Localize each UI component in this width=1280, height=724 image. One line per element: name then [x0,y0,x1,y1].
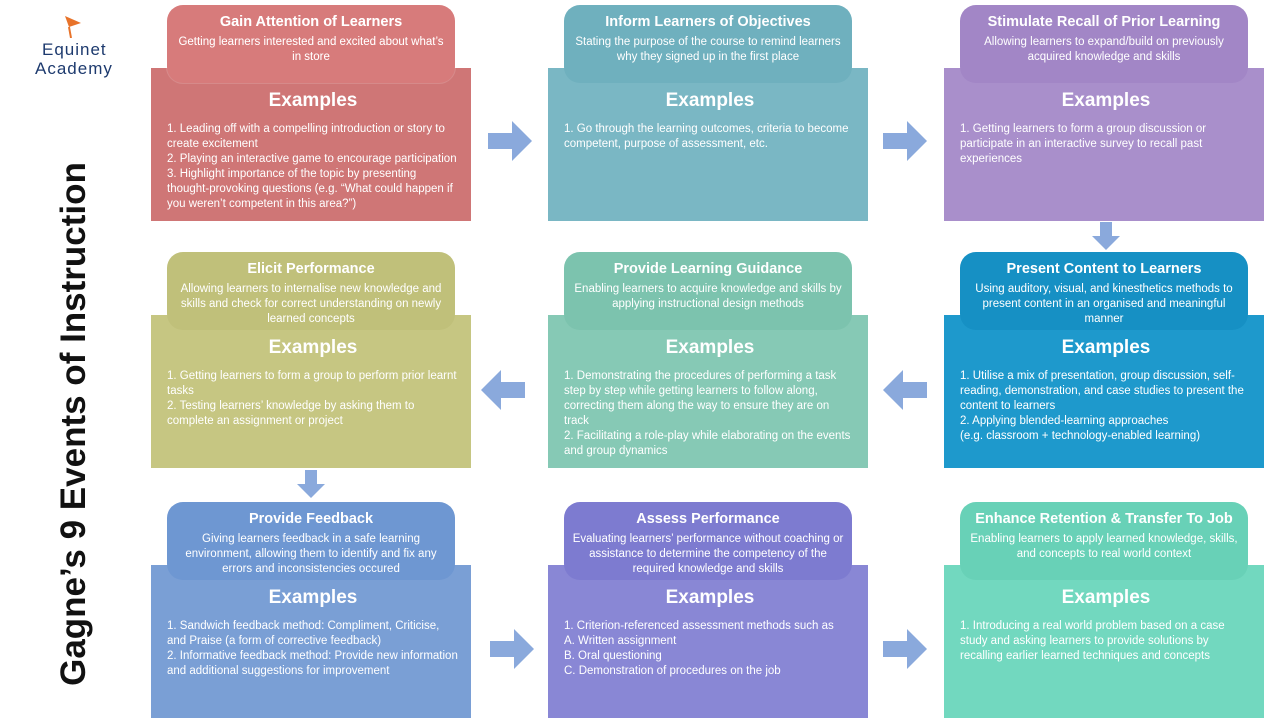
card-present-content: Examples 1. Utilise a mix of presentatio… [944,252,1264,468]
examples-text: 1. Demonstrating the procedures of perfo… [564,370,851,457]
card-provide-feedback: Examples 1. Sandwich feedback method: Co… [151,502,471,718]
examples-panel: Examples 1. Getting learners to form a g… [944,68,1264,221]
event-description: Giving learners feedback in a safe learn… [185,533,437,575]
card-assess-performance: Examples 1. Criterion-referenced assessm… [548,502,868,718]
examples-panel: Examples 1. Leading off with a compellin… [151,68,471,221]
logo-text-line2: Academy [35,59,113,78]
examples-panel: Examples 1. Introducing a real world pro… [944,565,1264,718]
examples-heading: Examples [1061,587,1151,608]
card-gain-attention: Examples 1. Leading off with a compellin… [151,5,471,221]
examples-text: 1. Getting learners to form a group to p… [167,370,457,427]
card-elicit-performance: Examples 1. Getting learners to form a g… [151,252,471,468]
card-stimulate-recall: Examples 1. Getting learners to form a g… [944,5,1264,221]
arrow-left-icon [883,370,927,410]
event-header: Enhance Retention & Transfer To Job Enab… [960,502,1248,580]
arrow-down-icon [297,470,325,498]
examples-text: 1. Introducing a real world problem base… [960,620,1225,662]
examples-text: 1. Utilise a mix of presentation, group … [960,370,1244,442]
event-description: Allowing learners to expand/build on pre… [984,36,1224,63]
examples-text: 1. Sandwich feedback method: Compliment,… [167,620,458,677]
examples-heading: Examples [665,587,755,608]
event-title: Provide Feedback [248,511,374,527]
event-description: Evaluating learners’ performance without… [572,533,844,575]
event-header: Gain Attention of Learners Getting learn… [167,5,455,83]
event-header: Stimulate Recall of Prior Learning Allow… [960,5,1248,83]
examples-text: 1. Leading off with a compelling introdu… [167,123,457,210]
arrow-right-icon [883,629,927,669]
event-description: Getting learners interested and excited … [178,36,444,63]
examples-text: 1. Getting learners to form a group disc… [960,123,1207,165]
event-title: Provide Learning Guidance [613,261,803,277]
arrow-left-icon [481,370,525,410]
examples-panel: Examples 1. Sandwich feedback method: Co… [151,565,471,718]
arrow-right-icon [883,121,927,161]
examples-heading: Examples [665,337,755,358]
flag-logo-icon [65,16,81,38]
event-title: Gain Attention of Learners [219,14,403,30]
arrow-right-icon [490,629,534,669]
examples-heading: Examples [1061,337,1151,358]
event-title: Enhance Retention & Transfer To Job [975,511,1233,527]
event-title: Inform Learners of Objectives [605,14,811,30]
page-title: Gagne’s 9 Events of Instruction [54,162,93,686]
event-title: Stimulate Recall of Prior Learning [987,14,1221,30]
event-header: Inform Learners of Objectives Stating th… [564,5,852,83]
examples-panel: Examples 1. Getting learners to form a g… [151,315,471,468]
event-description: Stating the purpose of the course to rem… [575,36,841,63]
arrow-down-icon [1092,222,1120,250]
examples-heading: Examples [268,90,358,111]
card-learning-guidance: Examples 1. Demonstrating the procedures… [548,252,868,468]
event-header: Present Content to Learners Using audito… [960,252,1248,330]
examples-panel: Examples 1. Demonstrating the procedures… [548,315,868,468]
event-description: Enabling learners to acquire knowledge a… [574,283,842,310]
event-title: Elicit Performance [247,261,375,277]
event-description: Enabling learners to apply learned knowl… [970,533,1238,560]
examples-panel: Examples 1. Go through the learning outc… [548,68,868,221]
event-description: Using auditory, visual, and kinesthetics… [975,283,1233,325]
arrow-right-icon [488,121,532,161]
examples-text: 1. Go through the learning outcomes, cri… [564,123,849,150]
examples-heading: Examples [268,337,358,358]
event-header: Provide Feedback Giving learners feedbac… [167,502,455,580]
examples-panel: Examples 1. Utilise a mix of presentatio… [944,315,1264,468]
equinet-academy-logo: Equinet Academy [30,14,130,84]
event-header: Provide Learning Guidance Enabling learn… [564,252,852,330]
examples-heading: Examples [1061,90,1151,111]
examples-heading: Examples [665,90,755,111]
examples-text: 1. Criterion-referenced assessment metho… [564,620,834,677]
event-title: Present Content to Learners [1006,261,1202,277]
card-inform-objectives: Examples 1. Go through the learning outc… [548,5,868,221]
logo-text-line1: Equinet [42,40,107,59]
examples-heading: Examples [268,587,358,608]
event-header: Assess Performance Evaluating learners’ … [564,502,852,580]
event-header: Elicit Performance Allowing learners to … [167,252,455,330]
event-title: Assess Performance [636,511,780,527]
event-description: Allowing learners to internalise new kno… [180,283,442,325]
examples-panel: Examples 1. Criterion-referenced assessm… [548,565,868,718]
card-enhance-retention: Examples 1. Introducing a real world pro… [944,502,1264,718]
